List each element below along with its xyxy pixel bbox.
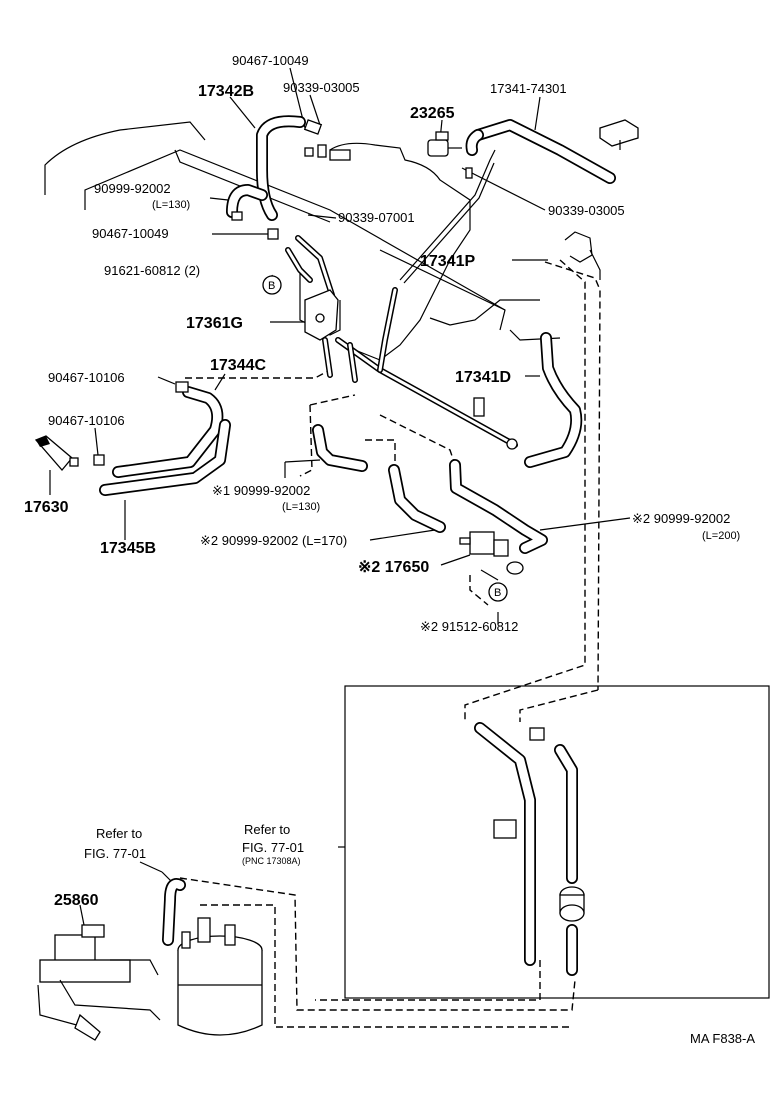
mark-b-top-icon: B	[262, 275, 282, 295]
svg-text:B: B	[268, 280, 275, 292]
pipe-end-icon	[506, 438, 518, 450]
label-90467-10049-mid: 90467-10049	[92, 226, 169, 241]
vsv-assembly-icon	[37, 924, 161, 1041]
label-star1-90999: ※1 90999-92002	[212, 483, 310, 498]
label-17361G: 17361G	[186, 315, 243, 332]
clip-icon	[303, 119, 323, 135]
label-star2-91512: ※2 91512-60812	[420, 619, 518, 634]
parts: B B	[34, 119, 639, 1041]
label-refer-left-1: Refer to	[96, 826, 142, 841]
clamp-icon	[175, 381, 189, 393]
mark-b-bottom-icon: B	[488, 582, 508, 602]
label-90467-10049: 90467-10049	[232, 53, 309, 68]
label-17341D: 17341D	[455, 369, 511, 386]
label-90999-92002-a: 90999-92002	[94, 181, 171, 196]
pipe-bracket-icon	[473, 397, 485, 417]
vsv-icon	[459, 531, 524, 575]
connector-icon	[529, 727, 545, 741]
label-star2-length-200: (L=200)	[702, 530, 740, 542]
label-17345B: 17345B	[100, 540, 156, 557]
label-17344C: 17344C	[210, 357, 266, 374]
label-91621-60812: 91621-60812 (2)	[104, 263, 200, 278]
label-90467-10106-b: 90467-10106	[48, 413, 125, 428]
check-valve-icon	[559, 886, 585, 922]
figure-code: MA F838-A	[690, 1031, 755, 1046]
label-refer-left-2: FIG. 77-01	[84, 846, 146, 861]
part-labels: 90467-10049 17342B 90339-03005 23265 173…	[24, 53, 755, 1046]
clip-icon	[304, 147, 314, 157]
valve-icon	[427, 131, 462, 157]
clamp-icon	[231, 211, 243, 221]
label-star1-length: (L=130)	[282, 501, 320, 513]
label-17342B: 17342B	[198, 83, 254, 100]
label-refer-mid-2: FIG. 77-01	[242, 840, 304, 855]
label-90339-03005-right: 90339-03005	[548, 203, 625, 218]
label-refer-mid-1: Refer to	[244, 822, 290, 837]
label-17630: 17630	[24, 499, 69, 516]
connector-icon	[599, 119, 639, 150]
label-17341P: 17341P	[420, 253, 475, 270]
label-length-130-a: (L=130)	[152, 199, 190, 211]
hoses	[99, 115, 616, 976]
label-90339-03005: 90339-03005	[283, 80, 360, 95]
label-star2-17650: ※2 17650	[358, 559, 429, 576]
label-star2-90999-170: ※2 90999-92002 (L=170)	[200, 533, 347, 548]
svg-text:B: B	[494, 587, 501, 599]
clamp-icon	[267, 228, 279, 240]
label-23265: 23265	[410, 105, 455, 122]
label-25860: 25860	[54, 892, 99, 909]
clip-icon	[465, 167, 473, 179]
charcoal-canister-icon	[177, 917, 263, 1036]
vsv-connector-icon	[317, 144, 327, 158]
clip-icon	[329, 149, 351, 161]
label-90339-07001: 90339-07001	[338, 210, 415, 225]
pipes	[285, 149, 518, 448]
clamp-icon	[93, 454, 105, 466]
label-90467-10106-a: 90467-10106	[48, 370, 125, 385]
sensor-icon	[34, 435, 79, 472]
label-refer-mid-3: (PNC 17308A)	[242, 856, 301, 866]
label-star2-90999-right: ※2 90999-92002	[632, 511, 730, 526]
label-17341-74301: 17341-74301	[490, 81, 567, 96]
engine-body-outline	[44, 121, 601, 361]
leader-lines	[49, 67, 631, 931]
clip-icon	[493, 819, 517, 839]
detail-box	[344, 685, 770, 999]
